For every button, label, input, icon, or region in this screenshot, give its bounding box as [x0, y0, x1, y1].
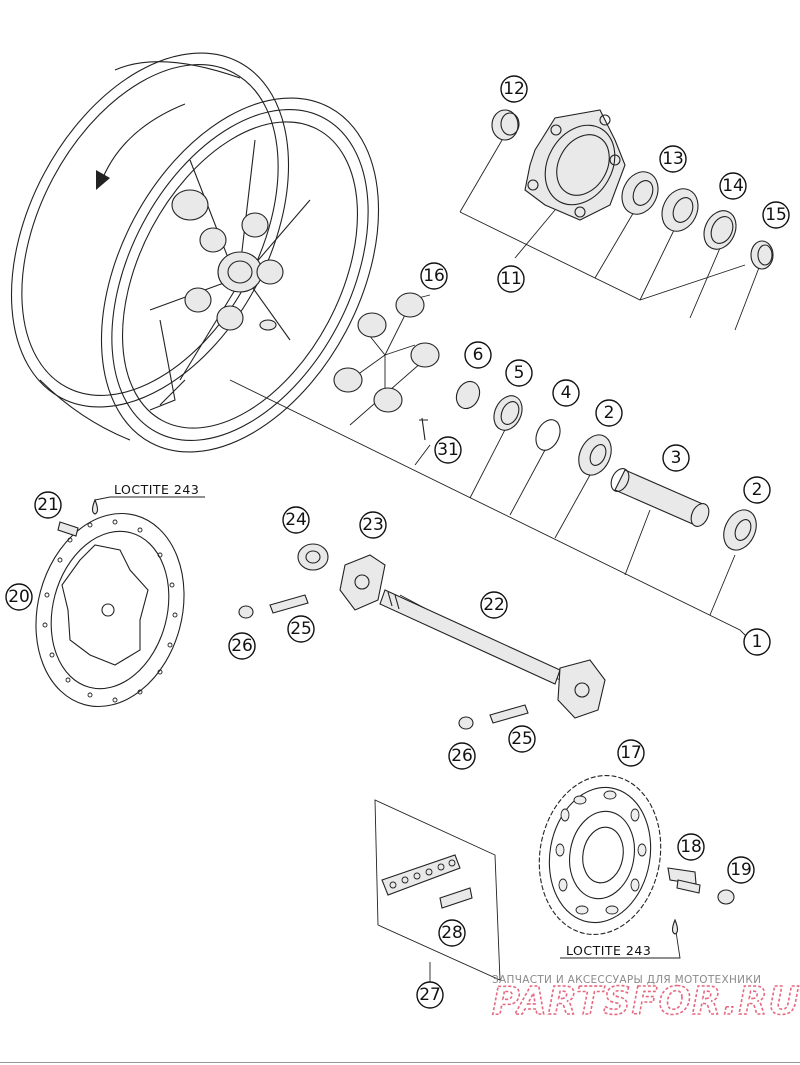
callout-15: 15	[762, 201, 790, 229]
watermark-brand: PARTSFOR.RU	[492, 979, 800, 1023]
callout-4: 4	[552, 379, 580, 407]
svg-text:2: 2	[752, 480, 763, 500]
callout-28: 28	[438, 919, 466, 947]
svg-text:3: 3	[671, 448, 682, 468]
callout-2-right: 2	[743, 476, 771, 504]
svg-text:15: 15	[765, 205, 787, 225]
callout-2-left: 2	[595, 399, 623, 427]
svg-text:26: 26	[451, 746, 473, 766]
callout-23: 23	[359, 511, 387, 539]
loctite-note-bottom: LOCTITE 243	[566, 943, 651, 958]
callout-20: 20	[5, 583, 33, 611]
svg-text:4: 4	[561, 383, 572, 403]
svg-text:6: 6	[473, 345, 484, 365]
svg-text:11: 11	[500, 269, 522, 289]
svg-text:25: 25	[290, 619, 312, 639]
svg-text:24: 24	[285, 510, 307, 530]
rear-wheel	[10, 52, 380, 453]
callout-6: 6	[464, 341, 492, 369]
svg-text:18: 18	[680, 837, 702, 857]
svg-text:25: 25	[511, 729, 533, 749]
callout-24: 24	[282, 506, 310, 534]
callout-11: 11	[497, 265, 525, 293]
leader-lines	[94, 134, 761, 985]
callout-1: 1	[743, 628, 771, 656]
damper-rubbers	[333, 292, 440, 413]
sprocket-carrier-assembly	[491, 109, 774, 270]
wheel-bearings-spacers	[419, 380, 757, 551]
callout-21: 21	[34, 491, 62, 519]
callout-13: 13	[659, 145, 687, 173]
callout-18: 18	[677, 833, 705, 861]
callout-14: 14	[719, 172, 747, 200]
callout-25-upper: 25	[287, 615, 315, 643]
brake-disc	[35, 498, 185, 708]
svg-text:31: 31	[437, 440, 459, 460]
callout-22: 22	[480, 591, 508, 619]
axle-assembly	[238, 543, 606, 730]
svg-text:13: 13	[662, 149, 684, 169]
drive-chain	[381, 854, 473, 909]
svg-text:17: 17	[620, 743, 642, 763]
callout-27: 27	[416, 981, 444, 1009]
svg-text:19: 19	[730, 860, 752, 880]
callout-19: 19	[727, 856, 755, 884]
callout-31: 31	[434, 436, 462, 464]
svg-text:12: 12	[503, 79, 525, 99]
svg-text:23: 23	[362, 515, 384, 535]
svg-text:5: 5	[514, 363, 525, 383]
callout-17: 17	[617, 739, 645, 767]
callout-26-lower: 26	[448, 742, 476, 770]
callout-26-upper: 26	[228, 632, 256, 660]
bottom-divider	[0, 1062, 800, 1063]
svg-text:14: 14	[722, 176, 744, 196]
callout-12: 12	[500, 75, 528, 103]
rear-sprocket	[538, 774, 735, 936]
watermark-tagline: ЗАПЧАСТИ И АКСЕССУАРЫ ДЛЯ МОТОТЕХНИКИ	[492, 974, 761, 986]
svg-text:16: 16	[423, 266, 445, 286]
loctite-note-top: LOCTITE 243	[114, 482, 199, 497]
svg-text:2: 2	[604, 403, 615, 423]
svg-text:22: 22	[483, 595, 505, 615]
svg-text:20: 20	[8, 587, 30, 607]
svg-text:21: 21	[37, 495, 59, 515]
svg-text:28: 28	[441, 923, 463, 943]
callout-16: 16	[420, 262, 448, 290]
svg-text:1: 1	[752, 632, 763, 652]
callout-3: 3	[662, 444, 690, 472]
callout-25-lower: 25	[508, 725, 536, 753]
svg-text:26: 26	[231, 636, 253, 656]
callout-5: 5	[505, 359, 533, 387]
svg-text:27: 27	[419, 985, 441, 1005]
part-callouts: 1 2 2 3 4 5 6 11 12 13 14 15 16 17 18 19…	[5, 75, 790, 1009]
